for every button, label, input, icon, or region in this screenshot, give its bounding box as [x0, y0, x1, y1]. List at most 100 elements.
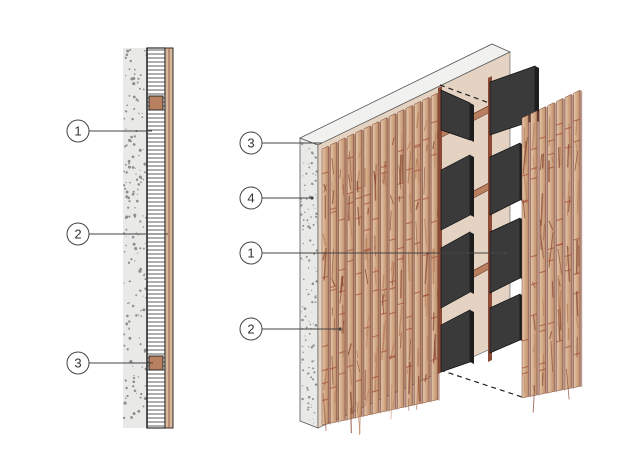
- aggregate-speck: [142, 247, 145, 250]
- wood-band: [321, 344, 329, 348]
- wood-grain: [347, 343, 352, 355]
- aggregate-speck: [301, 306, 304, 308]
- wood-band: [347, 248, 354, 252]
- wood-grain: [408, 361, 411, 395]
- wood-band: [397, 257, 404, 261]
- wood-grain: [575, 239, 579, 274]
- wood-band: [539, 323, 546, 327]
- wood-band: [573, 118, 581, 122]
- aggregate-speck: [137, 188, 139, 191]
- slat-side: [580, 90, 583, 388]
- aggregate-speck: [304, 184, 306, 187]
- aggregate-speck: [308, 419, 310, 421]
- wood-grain: [424, 218, 428, 246]
- slat-side: [571, 94, 574, 390]
- wood-band: [521, 365, 529, 369]
- wood-band: [405, 167, 413, 171]
- wood-grain: [532, 315, 536, 331]
- wood-band: [380, 171, 388, 175]
- section-detail: 1 2 3: [66, 47, 174, 429]
- cladding-slat: [414, 100, 423, 410]
- insulation-panel: [440, 231, 474, 309]
- aggregate-speck: [310, 289, 313, 291]
- aggregate-speck: [306, 219, 309, 222]
- cladding-slat: [405, 105, 415, 411]
- aggregate-speck: [130, 258, 133, 261]
- section-concrete-aggregate: [122, 49, 148, 420]
- aggregate-speck: [137, 100, 140, 102]
- aggregate-speck: [135, 178, 139, 181]
- aggregate-speck: [300, 198, 302, 200]
- wood-band: [422, 294, 430, 298]
- wood-band: [389, 311, 396, 315]
- wood-grain: [432, 249, 435, 285]
- aggregate-speck: [306, 386, 309, 389]
- insulation-panel: [440, 154, 474, 231]
- aggregate-speck: [139, 87, 141, 90]
- wood-grain: [417, 375, 421, 402]
- wood-grain: [557, 290, 562, 326]
- cladding-slat: [422, 96, 432, 404]
- aggregate-speck: [314, 155, 316, 157]
- wood-band: [573, 291, 581, 295]
- wood-grain: [339, 169, 341, 179]
- aggregate-speck: [139, 289, 141, 292]
- aggregate-speck: [142, 405, 145, 408]
- aggregate-speck: [310, 346, 314, 349]
- slat-side: [370, 125, 373, 416]
- wood-band: [330, 366, 337, 370]
- aggregate-speck: [134, 206, 136, 209]
- wood-band: [363, 202, 371, 205]
- aggregate-speck: [307, 402, 310, 405]
- axon-callout-4: 4: [239, 186, 314, 210]
- wood-band: [521, 199, 529, 203]
- wood-grain: [323, 248, 327, 281]
- wood-band: [530, 166, 538, 170]
- wood-grain: [323, 183, 327, 191]
- wood-band: [347, 156, 354, 160]
- wood-grain: [390, 384, 393, 420]
- wood-band: [539, 361, 546, 365]
- aggregate-speck: [140, 181, 142, 184]
- wood-band: [321, 275, 329, 279]
- wood-band: [414, 143, 421, 147]
- wood-band: [397, 246, 404, 250]
- aggregate-speck: [131, 304, 135, 308]
- axon-callout-3: 3: [239, 131, 322, 155]
- wood-band: [422, 377, 430, 381]
- axon-callout-2: 2: [239, 317, 342, 341]
- wood-grain: [365, 328, 369, 348]
- wood-grain: [548, 331, 553, 340]
- aggregate-speck: [308, 226, 312, 230]
- aggregate-speck: [145, 297, 147, 299]
- aggregate-speck: [314, 156, 318, 159]
- aggregate-speck: [144, 278, 147, 280]
- timber-cladding-slats: [321, 92, 440, 435]
- aggregate-speck: [142, 308, 146, 312]
- wood-band: [564, 254, 572, 258]
- wood-band: [330, 210, 337, 214]
- panel-edge: [470, 232, 474, 294]
- wood-band: [556, 132, 563, 136]
- aggregate-speck: [123, 333, 126, 336]
- cladding-slat: [380, 117, 390, 413]
- wood-band: [431, 358, 438, 361]
- aggregate-speck: [131, 235, 135, 239]
- slat-side: [336, 141, 339, 423]
- aggregate-speck: [141, 112, 143, 114]
- wood-grain: [381, 324, 385, 361]
- aggregate-speck: [300, 311, 302, 313]
- aggregate-speck: [132, 365, 134, 367]
- wood-band: [338, 372, 346, 375]
- wood-band: [547, 258, 555, 262]
- aggregate-speck: [314, 301, 317, 303]
- wood-band: [564, 126, 572, 130]
- aggregate-speck: [302, 175, 304, 177]
- wood-grain: [367, 207, 370, 215]
- aggregate-speck: [315, 270, 317, 272]
- wood-grain: [406, 349, 412, 375]
- aggregate-speck: [138, 337, 140, 339]
- aggregate-speck: [315, 170, 318, 173]
- aggregate-speck: [125, 217, 127, 220]
